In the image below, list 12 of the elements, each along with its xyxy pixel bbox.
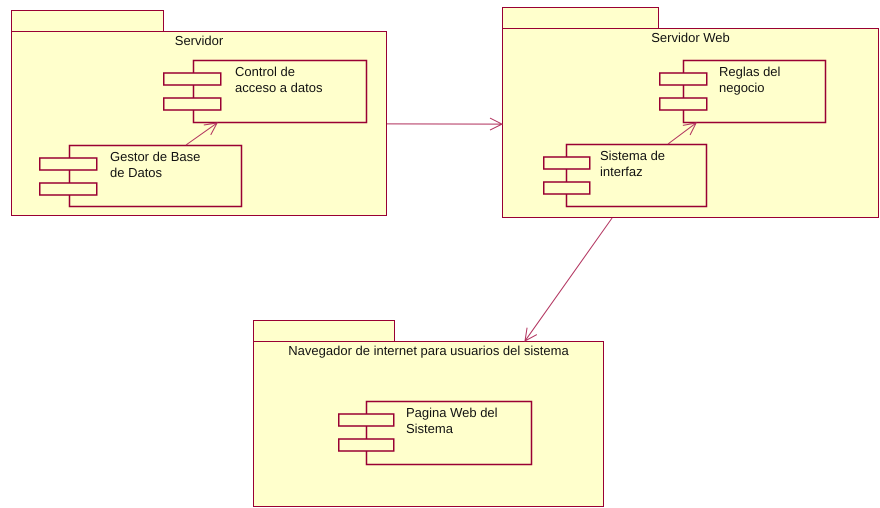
component-name: Gestor de Base de Datos [110,149,202,181]
dependency-arrow [185,122,218,146]
dependency-arrow [524,218,613,342]
component-name: Reglas del negocio [719,64,782,96]
component-name: Control de acceso a datos [235,64,324,96]
dependency-arrow [667,122,697,144]
package-name: Servidor [174,33,224,49]
package-name: Servidor Web [650,30,731,46]
package-name: Navegador de internet para usuarios del sistema [287,343,570,359]
component-name: Sistema de interfaz [600,148,666,180]
dependency-arrow [386,118,502,131]
component-name: Pagina Web del Sistema [406,405,499,437]
